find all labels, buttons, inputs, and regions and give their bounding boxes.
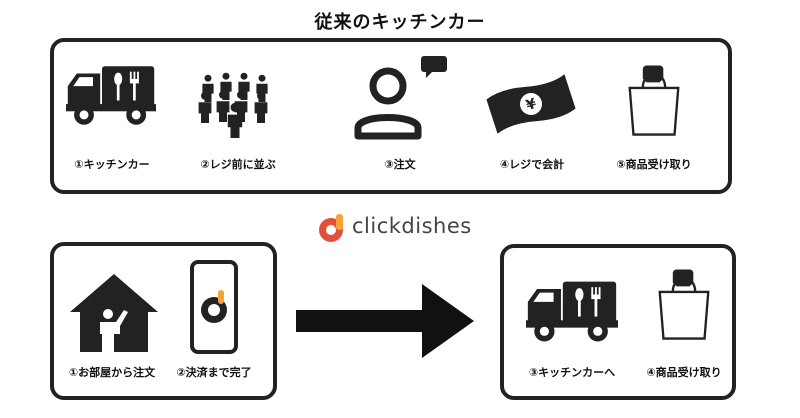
brand-name: clickdishes [352, 214, 472, 238]
step-label-2: ②レジ前に並ぶ [200, 158, 276, 171]
clickdishes-logo-icon [319, 214, 343, 242]
step-label-new-2: ②決済まで完了 [176, 366, 252, 379]
step-label-5: ⑤商品受け取り [616, 158, 692, 171]
step-label-new-4: ④商品受け取り [646, 366, 722, 379]
step-label-new-3: ③キッチンカーへ [528, 366, 616, 379]
food-truck-icon [526, 281, 618, 342]
shopping-bag-icon [658, 268, 710, 340]
page-title: 従来のキッチンカー [314, 12, 486, 33]
person-ordering-icon [354, 56, 447, 140]
food-truck-icon [66, 66, 156, 125]
house-person-icon [70, 274, 158, 352]
yen-banknote-icon: ¥ [486, 74, 576, 134]
step-label-3: ③注文 [384, 158, 416, 171]
queue-people-icon [198, 72, 268, 138]
step-label-1: ①キッチンカー [74, 158, 150, 171]
smartphone-app-icon [190, 260, 238, 354]
shopping-bag-icon [628, 64, 680, 136]
step-label-4: ④レジで会計 [499, 158, 565, 171]
step-label-new-1: ①お部屋から注文 [68, 366, 156, 379]
right-arrow-icon [296, 284, 474, 358]
